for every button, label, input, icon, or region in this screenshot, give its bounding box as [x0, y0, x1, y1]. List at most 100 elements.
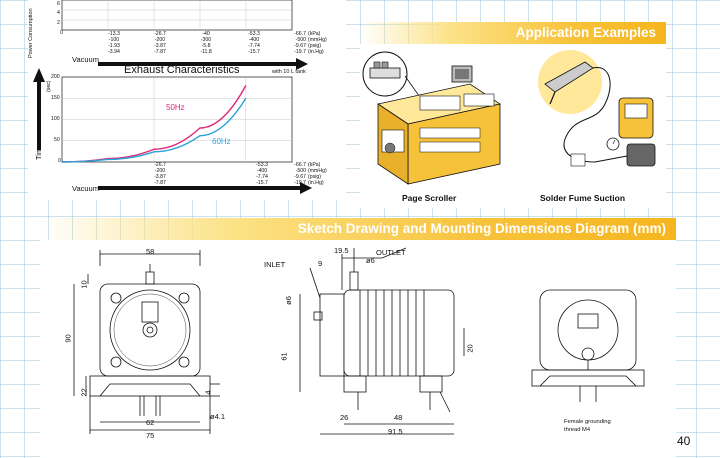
power-ytick-6: 6 [57, 1, 60, 7]
charts-svg [33, 0, 312, 194]
power-xcol: -13.3 -100 -1.93 -3.94 [104, 31, 124, 55]
exhaust-x-kpa: -66.7 [294, 162, 306, 168]
exhaust-ytick: 200 [51, 74, 60, 80]
power-x-kpa: -26.7 [154, 31, 166, 37]
power-x-kpa: -13.3 [108, 31, 120, 37]
exhaust-x-kpa: -53.3 [256, 162, 268, 168]
page-number: 40 [677, 434, 691, 448]
power-x-mmhg: -300 [200, 37, 212, 43]
power-x-psig: -3.87 [154, 43, 166, 49]
dim-9: 9 [318, 259, 323, 268]
exhaust-ylabel: Time [34, 143, 43, 160]
exhaust-xcol: -66.7 -500 -9.67 -19.7 [286, 162, 306, 186]
power-x-mmhg: -200 [154, 37, 166, 43]
tank-note: with 10 L tank [272, 69, 306, 75]
exhaust-x-inhg: -7.87 [154, 180, 166, 186]
outlet-label: OUTLET [376, 248, 406, 257]
unit-psig: (psig) [308, 174, 321, 180]
power-x-kpa: -40 [202, 31, 210, 37]
exhaust-xlabel: Vacuum [72, 184, 99, 193]
exhaust-ytick: 50 [54, 137, 60, 143]
power-ytick-2: 2 [57, 20, 60, 26]
dim-4-1: ø4.1 [210, 412, 226, 421]
power-x-psig: -7.74 [248, 43, 260, 49]
dim-61: 61 [279, 352, 289, 361]
dim-48: 48 [394, 413, 403, 422]
power-x-kpa: -66.7 [294, 31, 306, 37]
dim-26: 26 [340, 413, 349, 422]
series-50hz-label: 50Hz [166, 103, 185, 112]
power-x-mmhg: -500 [295, 37, 306, 43]
page-scroller-illustration [362, 51, 502, 185]
dim-75: 75 [146, 431, 155, 440]
exhaust-title: Exhaust Characteristics [124, 64, 240, 76]
power-x-inhg: -7.87 [154, 49, 166, 55]
dim-62: 62 [146, 418, 155, 427]
series-60hz-line [61, 97, 247, 163]
unit-kpa: (kPa) [308, 31, 321, 37]
power-vacuum-arrow [98, 58, 308, 70]
unit-mmhg: (mmHg) [308, 37, 327, 43]
exhaust-x-mmhg: -200 [154, 168, 166, 174]
rear-view-drawing [531, 289, 645, 402]
exhaust-x-mmhg: -400 [256, 168, 268, 174]
exhaust-x-inhg: -19.7 [294, 180, 306, 186]
exhaust-yunit: (sec) [46, 80, 52, 92]
exhaust-x-kpa: -26.7 [154, 162, 166, 168]
exhaust-vacuum-arrow [98, 182, 312, 194]
power-x-psig: -5.8 [201, 43, 211, 49]
power-x-inhg: -11.8 [200, 49, 212, 55]
dim-4: 4 [203, 390, 213, 395]
unit-psig: (psig) [308, 43, 321, 49]
power-x-kpa: -53.3 [248, 31, 260, 37]
power-chart [61, 0, 293, 31]
dim-6-outlet: ø6 [366, 256, 375, 265]
exhaust-ytick: 100 [51, 116, 60, 122]
power-units: (kPa) (mmHg) (psig) (in.Hg) [308, 31, 344, 55]
power-xcol: -26.7 -200 -3.87 -7.87 [150, 31, 170, 55]
chart-panel [28, 0, 346, 200]
dim-6-inlet: ø6 [283, 296, 293, 305]
dim-90: 90 [63, 334, 73, 343]
power-x-mmhg: -100 [108, 37, 120, 43]
power-xcol: -53.3 -400 -7.74 -15.7 [244, 31, 264, 55]
power-zero: 0 [60, 30, 63, 36]
exhaust-x-psig: -7.74 [256, 174, 268, 180]
grounding-note-2: thread M4 [564, 427, 591, 433]
grounding-note-1: Female grounding [564, 419, 611, 425]
front-view-drawing [73, 250, 220, 434]
exhaust-x-psig: -3.87 [154, 174, 166, 180]
exhaust-x-mmhg: -500 [295, 168, 306, 174]
power-xcol: -66.7 -500 -9.67 -19.7 [286, 31, 306, 55]
exhaust-xcol: -53.3 -400 -7.74 -15.7 [252, 162, 272, 186]
dim-19-5: 19.5 [334, 246, 349, 255]
power-x-psig: -1.93 [108, 43, 120, 49]
unit-inhg: (in.Hg) [308, 49, 324, 55]
power-ylabel: Power Consumption [28, 8, 34, 58]
power-x-inhg: -15.7 [248, 49, 260, 55]
dim-91-5: 91.5 [388, 427, 403, 436]
example-solder-fume: Solder Fume Suction [540, 193, 626, 203]
power-xlabel: Vacuum [72, 55, 99, 64]
solder-fume-illustration [538, 50, 656, 167]
dim-20: 20 [465, 344, 475, 353]
exhaust-x-inhg: -15.7 [256, 180, 268, 186]
power-x-inhg: -19.7 [294, 49, 306, 55]
exhaust-zero: 0 [58, 158, 61, 164]
dim-22: 22 [79, 388, 89, 397]
exhaust-units: (kPa) (mmHg) (psig) (in.Hg) [308, 162, 344, 186]
inlet-label: INLET [264, 260, 286, 269]
power-xcol: -40 -300 -5.8 -11.8 [196, 31, 216, 55]
application-banner: Application Examples [360, 22, 666, 44]
power-ytick-4: 4 [57, 10, 60, 16]
unit-mmhg: (mmHg) [308, 168, 327, 174]
unit-inhg: (in.Hg) [308, 180, 324, 186]
series-60hz-label: 60Hz [212, 137, 231, 146]
unit-kpa: (kPa) [308, 162, 321, 168]
power-x-inhg: -3.94 [108, 49, 120, 55]
exhaust-chart [61, 76, 293, 163]
power-x-mmhg: -400 [248, 37, 260, 43]
time-arrow [33, 68, 45, 150]
dim-58: 58 [146, 247, 155, 256]
dim-10: 10 [79, 280, 89, 289]
